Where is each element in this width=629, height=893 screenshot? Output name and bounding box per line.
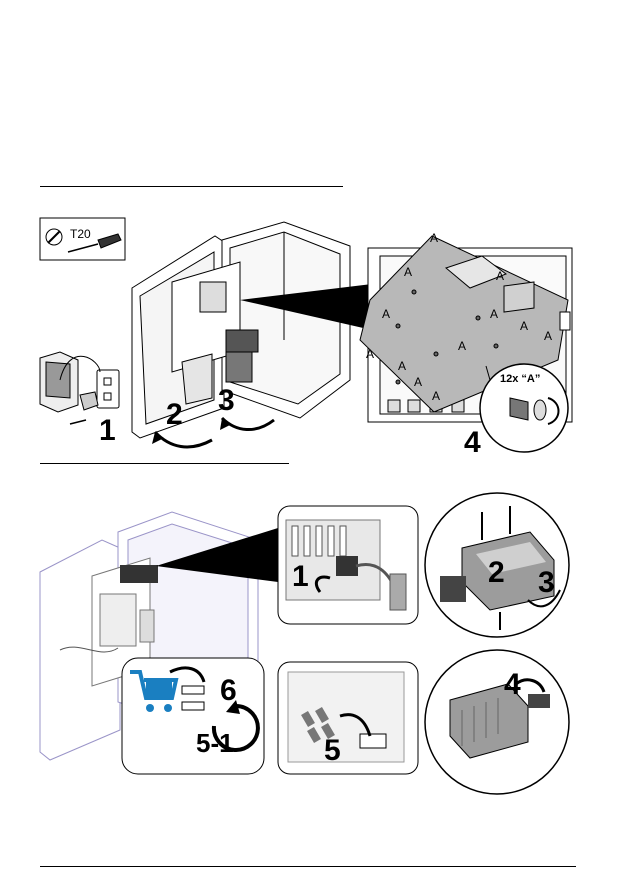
top-illustration: A A A A A A A A A A A A 1 2 3 4 [0,0,629,470]
step-number-4: 4 [464,426,481,459]
svg-text:2: 2 [488,556,505,589]
panel-step-1: 1 [278,506,418,624]
step-number-1: 1 [99,414,116,447]
svg-text:A: A [414,375,422,389]
panel-step-6: 6 5-1 [122,658,264,774]
svg-text:A: A [458,339,466,353]
svg-text:A: A [430,231,438,245]
arrow-unplug [70,420,86,424]
svg-text:A: A [382,307,390,321]
svg-text:1: 1 [292,560,309,593]
footer-rule [40,866,576,867]
svg-text:A: A [404,265,412,279]
svg-text:3: 3 [538,566,555,599]
svg-text:A: A [496,269,504,283]
svg-text:4: 4 [504,668,521,701]
svg-text:A: A [366,347,374,361]
step-number-3: 3 [218,384,235,417]
enclosure-open [132,222,350,438]
top-illustration-svg: A A A A A A A A A A A A 1 2 3 4 [0,0,629,470]
screw-count-label: 12x “A” [500,373,540,385]
tool-label: T20 [70,227,91,241]
svg-text:A: A [520,319,528,333]
step-number-2: 2 [166,398,183,431]
arrow-step-2 [155,432,212,447]
svg-text:5-1: 5-1 [196,728,234,758]
panel-step-2-3: 2 3 [425,493,569,637]
bottom-illustration-svg: 1 2 3 [0,470,629,860]
svg-text:A: A [432,389,440,403]
svg-text:A: A [544,329,552,343]
svg-text:A: A [398,359,406,373]
controller-small [40,352,119,412]
bottom-illustration: 1 2 3 [0,470,629,860]
svg-text:5: 5 [324,734,341,767]
svg-text:A: A [490,307,498,321]
panel-step-5: 5 [278,662,418,774]
svg-text:6: 6 [220,674,237,707]
panel-step-4: 4 [425,650,569,794]
connector-highlight [120,565,158,583]
